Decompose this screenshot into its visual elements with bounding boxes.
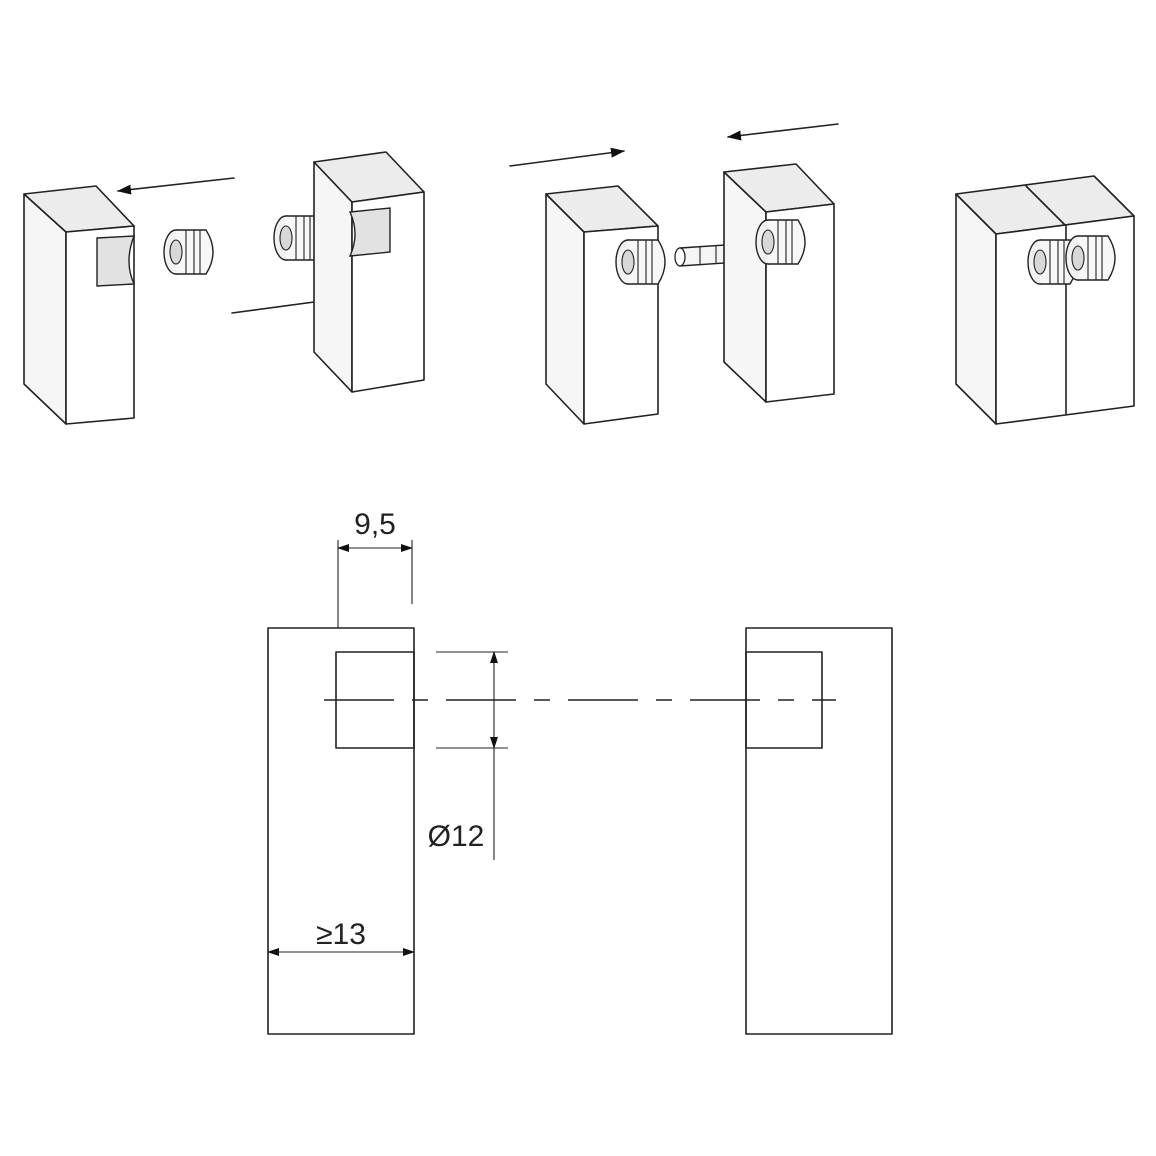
arrow-left	[117, 177, 235, 195]
connector-fitted-right	[755, 219, 806, 265]
connector-insert-left	[163, 229, 214, 275]
dimension-hole-diameter: Ø12	[428, 820, 485, 853]
bore-hole	[96, 235, 136, 287]
arrow-right	[509, 147, 625, 167]
step-2-block-left	[545, 185, 659, 425]
step-1-block-left	[23, 185, 136, 425]
step-3-assembled-blocks	[955, 175, 1135, 425]
connector-joined-right	[1065, 235, 1116, 281]
step-2-block-right	[723, 163, 835, 403]
arrow-left	[727, 123, 839, 141]
dimension-hole-depth: 9,5	[354, 508, 396, 541]
dimension-min-thickness: ≥13	[316, 918, 366, 951]
section-block-left	[267, 627, 415, 1035]
connector-fitted-left	[615, 239, 666, 285]
bore-hole	[348, 207, 391, 257]
section-block-right	[745, 627, 893, 1035]
step-1-block-right	[313, 151, 425, 393]
